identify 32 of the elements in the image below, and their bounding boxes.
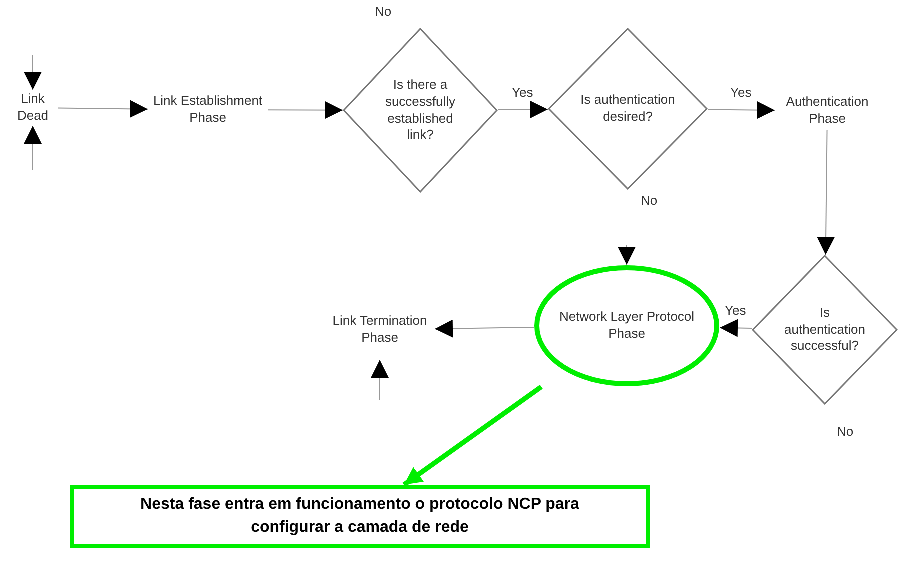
arrow [720,319,752,338]
node-label: Authentication Phase [785,94,870,128]
arrow [817,130,836,256]
node-label: Is authentication successful? [784,304,866,356]
node-label: Link Dead [16,91,50,125]
node-label: Link Establishment Phase [152,93,264,127]
arrow [498,100,548,119]
node-label: Is authentication desired? [580,92,676,126]
node-label: Link Termination Phase [332,313,428,347]
branch-label: No [640,194,659,208]
decision-diamond [752,255,898,405]
arrow [58,100,148,118]
note-box [70,485,650,548]
arrow [24,126,42,170]
decision-diamond [548,28,708,190]
arrow [24,54,42,90]
edge-label: Yes [724,304,748,318]
arrow [434,320,534,338]
node-label: Network Layer Protocol Phase [558,309,696,343]
arrow [371,360,389,400]
highlight-ellipse [534,265,720,387]
node-label: Is there a successfully established link? [384,76,457,144]
edge-label: Yes [730,86,753,100]
arrow [708,101,776,120]
branch-label: No [836,425,855,440]
note-text: Nesta fase entra em funcionamento o protocolo NCP para configurar a camada de rede [140,495,580,538]
branch-label: No [374,5,393,20]
decision-diamond [343,28,498,193]
edge-label: Yes [511,86,534,100]
arrow [618,244,636,266]
arrow [268,101,344,120]
arrow [402,384,543,488]
